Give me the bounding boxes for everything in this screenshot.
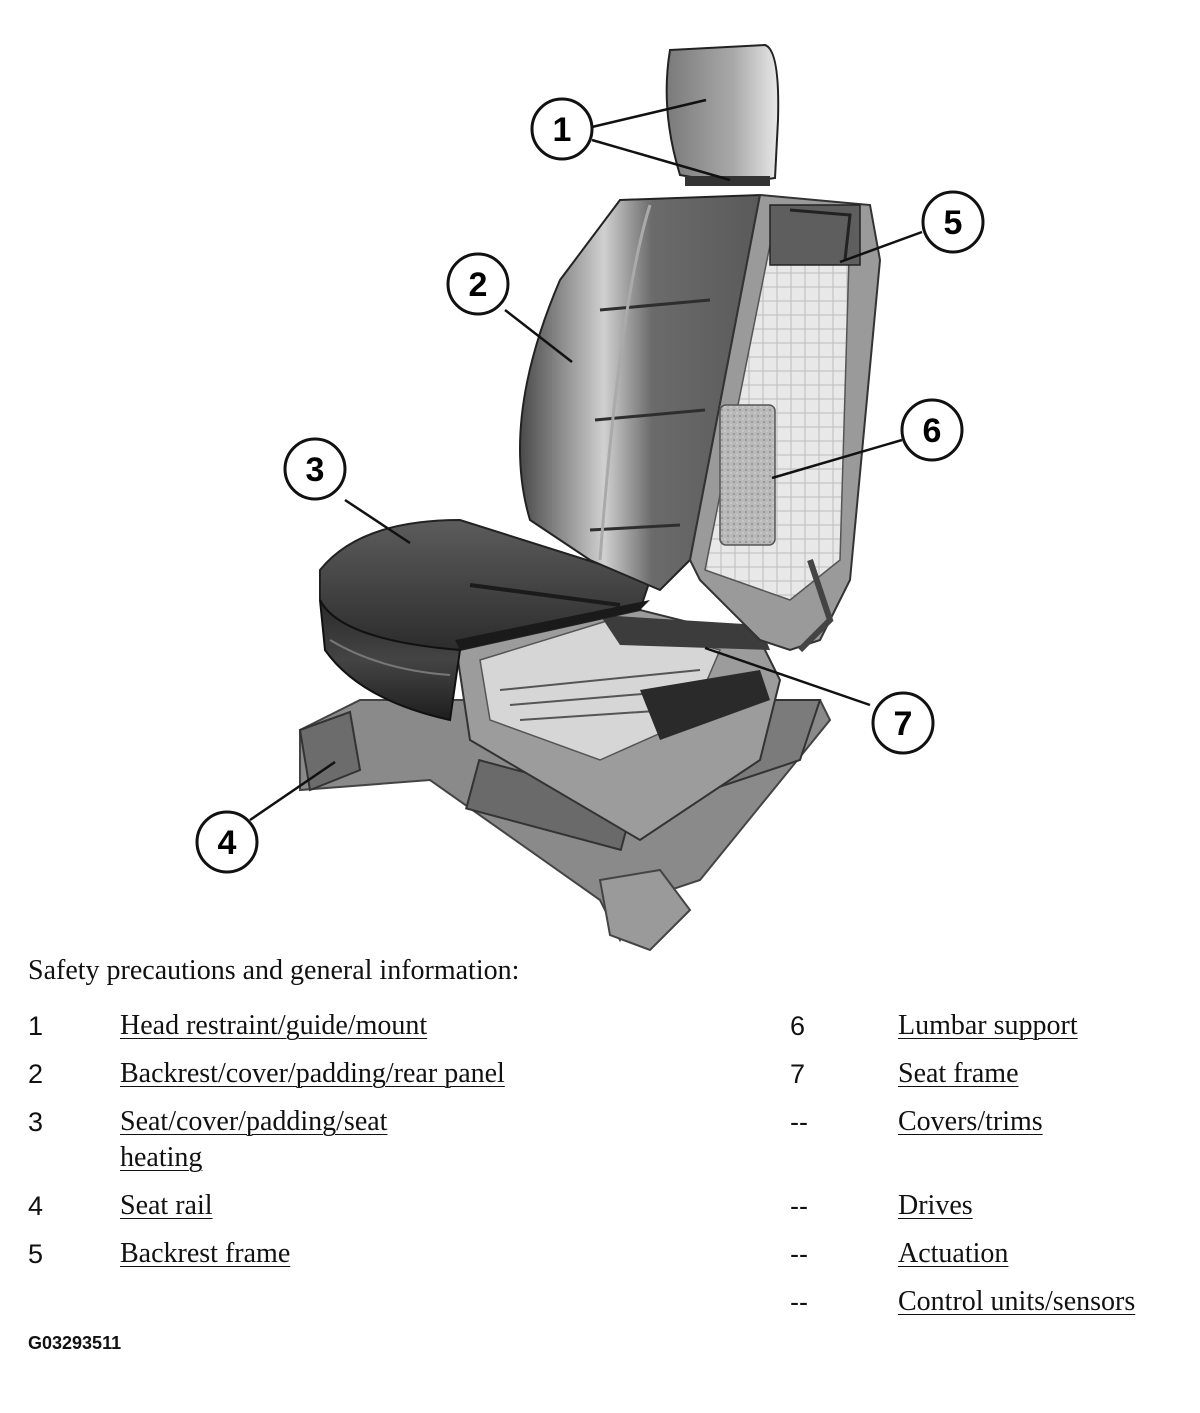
legend-label[interactable]: Actuation	[898, 1238, 1009, 1269]
callout-2: 2	[446, 252, 510, 316]
callout-7: 7	[871, 691, 935, 755]
callout-leader-lines	[249, 98, 923, 822]
legend-label[interactable]: Covers/trims	[898, 1106, 1043, 1137]
legend-label-line2[interactable]: heating	[120, 1142, 203, 1173]
legend-item-2: 2	[28, 1056, 43, 1093]
callout-number: 7	[894, 705, 913, 743]
legend-number: 3	[28, 1107, 44, 1137]
legend-item-5: 5	[28, 1236, 43, 1273]
legend-link-covers-trims[interactable]: Covers/trims	[898, 1104, 1043, 1140]
legend-item-6: 6	[790, 1008, 805, 1045]
callout-number: 6	[923, 412, 942, 450]
legend-link-seat-cover[interactable]: Seat/cover/padding/seat heating	[120, 1104, 387, 1176]
head-restraint	[665, 43, 780, 186]
legend-item-drives: --	[790, 1188, 808, 1225]
legend-item-7: 7	[790, 1056, 805, 1093]
lumbar-support-pad	[719, 404, 776, 546]
legend-number: --	[790, 1191, 808, 1221]
callout-number: 5	[944, 204, 963, 242]
legend-label[interactable]: Lumbar support	[898, 1010, 1078, 1041]
legend-number: 2	[28, 1059, 44, 1089]
callout-1: 1	[530, 97, 594, 161]
legend-item-3: 3	[28, 1104, 43, 1141]
legend-number: 1	[28, 1011, 44, 1041]
callout-5: 5	[921, 190, 985, 254]
callout-4: 4	[195, 810, 259, 874]
legend-item-1: 1	[28, 1008, 43, 1045]
figure-id: G03293511	[28, 1333, 122, 1353]
legend-label[interactable]: Backrest/cover/padding/rear panel	[120, 1058, 505, 1089]
legend-link-actuation[interactable]: Actuation	[898, 1236, 1008, 1272]
legend-link-seat-rail[interactable]: Seat rail	[120, 1188, 213, 1224]
callout-number: 4	[218, 824, 237, 862]
legend-label[interactable]: Seat frame	[898, 1058, 1019, 1089]
callout-number: 1	[553, 111, 572, 149]
legend-link-seat-frame[interactable]: Seat frame	[898, 1056, 1019, 1092]
seat-cutaway-illustration: 1 2 3 4 5 6 7	[195, 43, 985, 952]
callout-number: 3	[306, 451, 325, 489]
section-heading: Safety precautions and general informati…	[28, 955, 520, 986]
callout-3: 3	[283, 437, 347, 501]
legend-item-actuation: --	[790, 1236, 808, 1273]
legend-number: 6	[790, 1011, 806, 1041]
legend-label[interactable]: Backrest frame	[120, 1238, 291, 1269]
legend-link-head-restraint[interactable]: Head restraint/guide/mount	[120, 1008, 427, 1044]
legend-item-4: 4	[28, 1188, 43, 1225]
seat-cushion	[319, 518, 652, 722]
legend-label[interactable]: Head restraint/guide/mount	[120, 1010, 428, 1041]
legend-label[interactable]: Seat rail	[120, 1190, 213, 1221]
legend-link-drives[interactable]: Drives	[898, 1188, 973, 1224]
legend-link-control-units-sensors[interactable]: Control units/sensors	[898, 1284, 1135, 1320]
legend-link-backrest-frame[interactable]: Backrest frame	[120, 1236, 290, 1272]
legend-number: --	[790, 1239, 808, 1269]
legend-number: 5	[28, 1239, 44, 1269]
callout-6: 6	[900, 398, 964, 462]
callout-number: 2	[469, 266, 488, 304]
legend-item-control-units: --	[790, 1284, 808, 1321]
legend-label-line1[interactable]: Seat/cover/padding/seat	[120, 1106, 388, 1137]
legend-number: --	[790, 1287, 808, 1317]
legend-label[interactable]: Control units/sensors	[898, 1286, 1136, 1317]
legend-link-backrest[interactable]: Backrest/cover/padding/rear panel	[120, 1056, 505, 1092]
legend-number: 4	[28, 1191, 44, 1221]
backrest	[519, 193, 762, 592]
legend-label[interactable]: Drives	[898, 1190, 973, 1221]
legend-link-lumbar-support[interactable]: Lumbar support	[898, 1008, 1078, 1044]
legend-item-covers: --	[790, 1104, 808, 1141]
legend-number: 7	[790, 1059, 806, 1089]
legend-number: --	[790, 1107, 808, 1137]
